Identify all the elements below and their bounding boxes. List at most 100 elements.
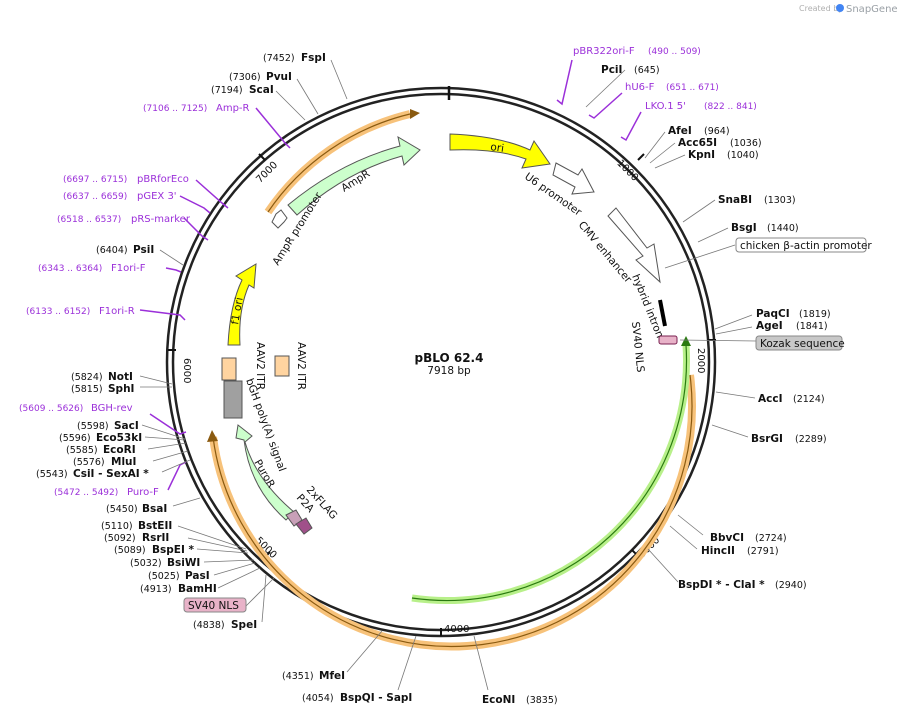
enzyme-pos-bsiwi: (5032) (130, 558, 162, 569)
enzyme-name-mfei: MfeI (319, 670, 345, 682)
enzyme-pos-acc65i: (1036) (730, 138, 762, 149)
leader-bsrgi (711, 424, 749, 438)
enzyme-name-bspdi: BspDI * - ClaI * (678, 579, 765, 591)
enzyme-name-hincii: HincII (701, 545, 735, 557)
enzyme-name-afei: AfeI (668, 125, 692, 137)
aav2-itr-label-b: AAV2 ITR (295, 342, 307, 390)
primer-range-hu6: (651 .. 671) (666, 83, 719, 93)
orange-arc-bottom-arrow (207, 430, 218, 442)
leader-bspqi (397, 635, 417, 691)
bgh-polya-feature (223, 380, 243, 419)
enzyme-pos-psii: (6404) (96, 245, 128, 256)
cmv-enhancer-feature (607, 207, 661, 284)
f1-ori-feature (227, 263, 257, 346)
enzyme-pos-pcii: (645) (634, 65, 660, 76)
leader-scai (275, 90, 306, 121)
green-arc-line (411, 344, 688, 602)
kozak-label: Kozak sequence (760, 338, 845, 350)
aav2-itr-label-a: AAV2 ITR (254, 342, 266, 390)
enzyme-pos-bsgi: (1440) (767, 223, 799, 234)
enzyme-labels: (7452) FspI (7306) PvuI (7194) ScaI PciI… (36, 52, 831, 706)
enzyme-pos-afei: (964) (704, 126, 730, 137)
tick-1000 (637, 153, 645, 161)
leader-afei (644, 131, 666, 159)
primer-name-pbrforeco: pBRforEco (137, 174, 189, 185)
leader-bbvci (677, 514, 704, 536)
leader-eco53ki (144, 436, 186, 441)
leader-bspei (196, 548, 249, 554)
leader-snabi (682, 199, 716, 223)
tick-label-7000: 7000 (254, 160, 280, 186)
leader-mlui (152, 450, 189, 462)
enzyme-pos-econi: (3835) (526, 695, 558, 706)
leader-spei (261, 574, 267, 623)
enzyme-pos-snabi: (1303) (764, 195, 796, 206)
primer-range-prs: (6518 .. 6537) (57, 215, 121, 225)
enzyme-name-spei: SpeI (231, 619, 257, 631)
leader-ecori (147, 442, 187, 450)
enzyme-pos-rsrii: (5092) (104, 533, 136, 544)
u6-promoter-feature (552, 162, 595, 195)
enzyme-pos-saci: (5598) (77, 421, 109, 432)
primer-name-prs: pRS-marker (131, 214, 191, 225)
enzyme-pos-ecori: (5585) (66, 445, 98, 456)
aav2-itr-left-feature (221, 357, 237, 381)
enzyme-pos-paqci: (1819) (799, 309, 831, 320)
enzyme-name-noti: NotI (108, 371, 133, 383)
primer-mark-pgex (179, 195, 211, 214)
enzyme-pos-sphi: (5815) (71, 384, 103, 395)
enzyme-name-snabi: SnaBI (718, 194, 752, 206)
credit-brand: SnapGene (846, 4, 897, 15)
enzyme-name-csii: CsiI - SexAI * (73, 468, 149, 480)
primer-range-purof: (5472 .. 5492) (54, 488, 118, 498)
enzyme-name-saci: SacI (114, 420, 139, 432)
enzyme-pos-hincii: (2791) (747, 546, 779, 557)
chicken-promoter-label: chicken β-actin promoter (740, 240, 872, 252)
primer-name-lko: LKO.1 5' (645, 101, 686, 112)
leader-agei (715, 326, 753, 335)
enzyme-name-bbvci: BbvCI (710, 532, 744, 544)
enzyme-pos-bspei: (5089) (114, 545, 146, 556)
primer-labels: pBR322ori-F (490 .. 509) hU6-F (651 .. 6… (19, 46, 757, 498)
primer-range-pbrforeco: (6697 .. 6715) (63, 175, 127, 185)
hybrid-intron-feature (658, 299, 667, 327)
primer-name-bghrev: BGH-rev (91, 403, 133, 414)
tick-label-2000: 2000 (695, 348, 706, 373)
flag-feature (295, 517, 313, 535)
primer-mark-pbr322ori (556, 59, 573, 106)
enzyme-pos-bsteii: (5110) (101, 521, 133, 532)
green-arc (411, 344, 690, 604)
enzyme-pos-noti: (5824) (71, 372, 103, 383)
leader-fspi (330, 59, 348, 100)
primer-range-bghrev: (5609 .. 5626) (19, 404, 83, 414)
orange-arc-top-line (267, 113, 411, 213)
puror-feature (235, 424, 295, 521)
leader-kozak (679, 339, 757, 342)
kozak-box (755, 335, 843, 351)
enzyme-pos-eco53ki: (5596) (59, 433, 91, 444)
leader-psii (159, 249, 184, 266)
primer-mark-purof (167, 461, 187, 491)
primer-name-pbr322ori: pBR322ori-F (573, 46, 635, 57)
enzyme-pos-fspi: (7452) (263, 53, 295, 64)
enzyme-pos-bspdi: (2940) (775, 580, 807, 591)
primer-name-purof: Puro-F (127, 487, 159, 498)
enzyme-name-pcii: PciI (601, 64, 622, 76)
enzyme-pos-bsrgi: (2289) (795, 434, 827, 445)
leader-hincii (669, 525, 698, 550)
leader-kpni (654, 154, 686, 169)
credit-prefix: Created by (799, 4, 843, 13)
enzyme-name-scai: ScaI (249, 84, 274, 96)
orange-arc-top (264, 110, 411, 215)
sv40-nls-box (183, 597, 247, 613)
leader-saci (141, 424, 186, 440)
primer-name-f1orir: F1ori-R (99, 306, 135, 317)
enzyme-name-bsai: BsaI (142, 503, 167, 515)
enzyme-name-eco53ki: Eco53kI (96, 432, 142, 444)
enzyme-name-sphi: SphI (108, 383, 134, 395)
leader-pcii (585, 69, 626, 108)
enzyme-name-bsrgi: BsrGI (751, 433, 783, 445)
leader-acci (715, 391, 756, 399)
primer-range-f1orir: (6133 .. 6152) (26, 307, 90, 317)
